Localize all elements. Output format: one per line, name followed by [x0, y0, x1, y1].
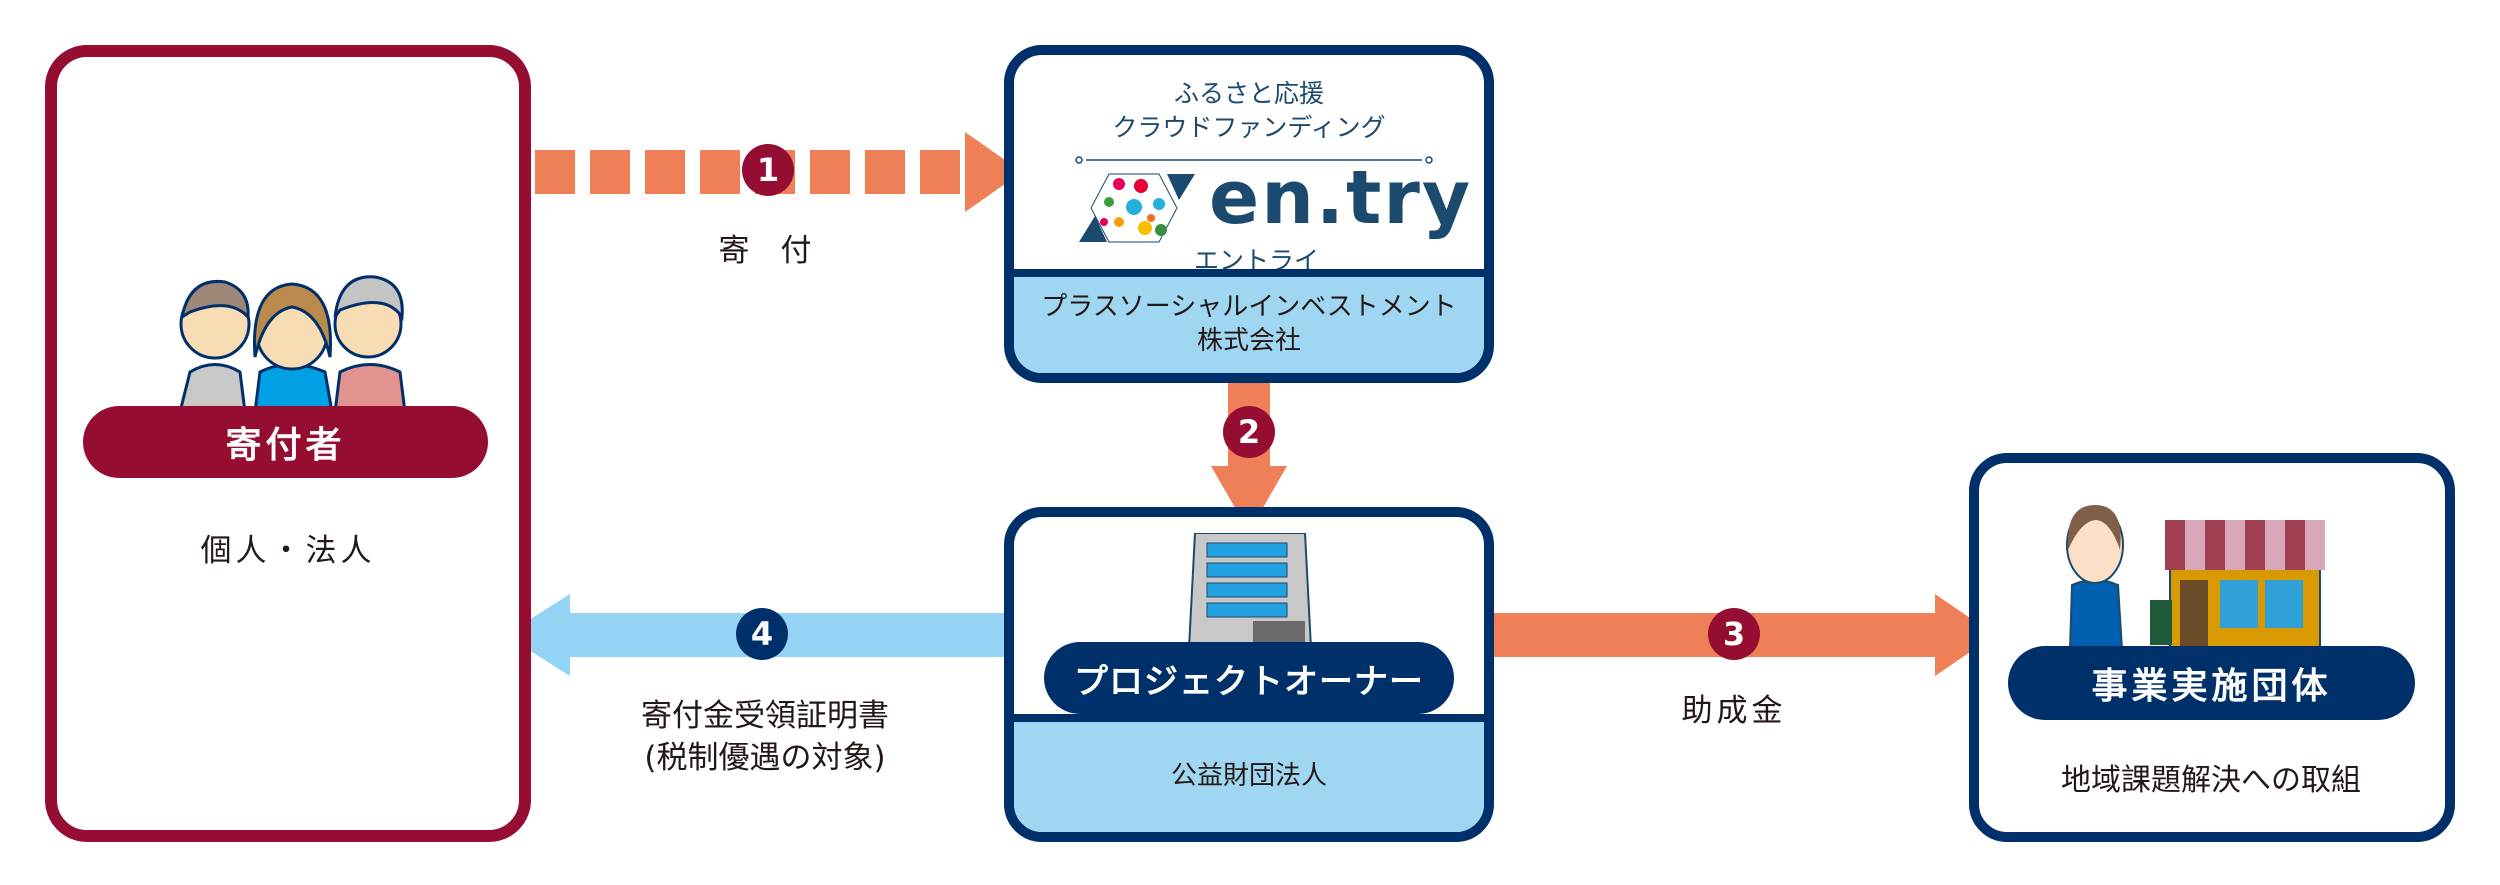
implementer-subtitle: 地域課題解決への取組 [2061, 762, 2361, 798]
shopkeeper-illustration [2066, 505, 2325, 650]
entry-logo-text: en.try [1209, 155, 1473, 241]
people-illustration [178, 275, 407, 412]
flow-4-label: 寄付金受領証明書 (税制優遇の対象) [641, 696, 889, 780]
owner-subtitle: 公益財団法人 [1170, 761, 1327, 792]
donor-subtitle: 個人・法人 [200, 533, 376, 570]
flow-4-label-line1: 寄付金受領証明書 [641, 698, 889, 735]
step-badge-4: 4 [736, 608, 788, 660]
flow-4-label-line2: (税制優遇の対象) [644, 740, 886, 776]
tagline-line2: クラウドファンディング [1112, 112, 1386, 142]
company-line1: プラスソーシャルインベストメント [1041, 292, 1457, 323]
implementer-title-pill: 事業実施団体 [2008, 646, 2415, 720]
donor-title-pill: 寄付者 [83, 406, 488, 478]
company-band: プラスソーシャルインベストメント 株式会社 [1014, 269, 1484, 373]
company-line2: 株式会社 [1196, 326, 1301, 356]
flow-3-label: 助成金 [1681, 693, 1787, 730]
owner-title-pill: プロジェクトオーナー [1044, 642, 1454, 714]
entry-logo-mark [1079, 173, 1195, 243]
tagline-line1: ふるさと応援 [1173, 79, 1324, 108]
office-building-illustration [1187, 533, 1313, 648]
owner-band: 公益財団法人 [1014, 714, 1484, 832]
step-badge-3: 3 [1708, 608, 1760, 660]
step-badge-2: 2 [1223, 406, 1275, 458]
platform-box: ふるさと応援 クラウドファンディング en.try エントライ プラスソーシャル… [1004, 45, 1494, 383]
divider-line [1075, 156, 1433, 164]
flow-1-label: 寄 付 [718, 233, 812, 270]
step-badge-1: 1 [742, 144, 794, 196]
